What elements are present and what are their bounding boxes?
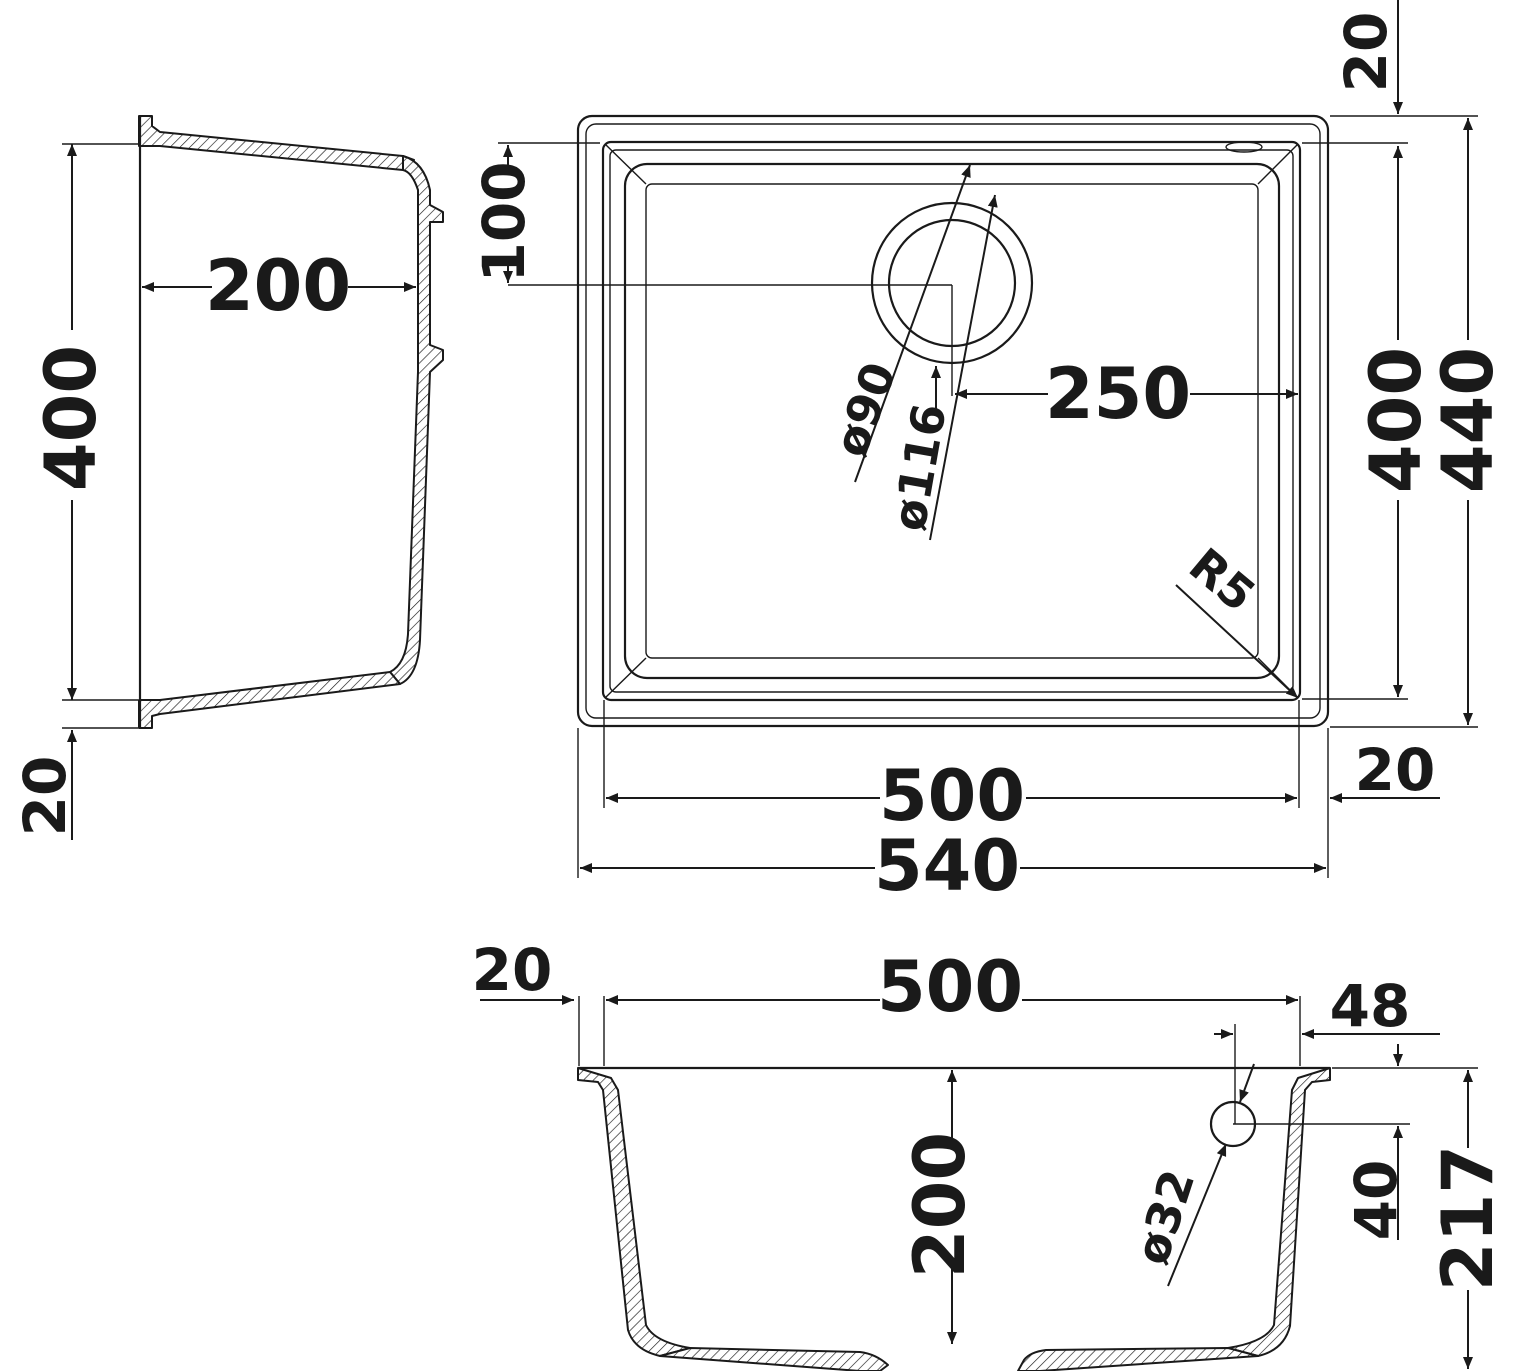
depth-label: 200 <box>899 1132 981 1278</box>
drain-center-label: 250 <box>1045 353 1191 435</box>
overflow-dia-leader-up <box>1167 1143 1227 1287</box>
top-rim-inner-line <box>585 123 1321 719</box>
side-bottom-wall <box>138 671 401 729</box>
rim-right-label: 20 <box>1355 736 1436 804</box>
side-right-wall <box>389 155 444 685</box>
side-width-label: 200 <box>205 245 351 327</box>
rim-top-label: 20 <box>1332 12 1400 93</box>
front-right-wall <box>1227 1067 1331 1357</box>
front-bottom-wall-right <box>1017 1347 1259 1371</box>
overflow-dia-label: ø32 <box>1124 1163 1205 1271</box>
total-depth-label: 217 <box>1427 1145 1509 1291</box>
top-bowl-floor <box>623 162 1281 680</box>
drain-dia-leader-a <box>854 164 971 483</box>
drain-dia-leader-b <box>929 194 998 541</box>
top-outer-rim <box>576 114 1330 728</box>
drain-inner-dia-label: ø90 <box>823 355 906 463</box>
top-bowl-slope-outer <box>609 149 1294 693</box>
front-view: 20 500 48 ø32 40 200 217 <box>472 936 1509 1371</box>
inner-length-label: 400 <box>1355 347 1437 493</box>
overflow-height-label: 40 <box>1342 1160 1410 1241</box>
radius-label: R5 <box>1179 537 1265 622</box>
tap-hole <box>1225 141 1263 153</box>
top-view: 100 ø90 ø116 250 R5 20 400 440 <box>470 0 1509 907</box>
drain-offset-label: 100 <box>470 161 538 282</box>
front-rim-label: 20 <box>472 936 553 1004</box>
side-view: 200 400 20 <box>11 115 444 840</box>
overflow-offset-label: 48 <box>1330 972 1411 1040</box>
outer-length-label: 440 <box>1427 347 1509 493</box>
overflow-dia-leader-down <box>1239 1063 1255 1103</box>
radius-leader <box>1175 584 1299 699</box>
top-corner-tl <box>604 143 647 185</box>
front-left-wall <box>577 1067 691 1357</box>
side-height-label: 400 <box>30 345 112 491</box>
outer-width-label: 540 <box>874 825 1020 907</box>
drain-outer-dia-label: ø116 <box>882 400 957 535</box>
front-bottom-wall <box>659 1347 889 1371</box>
side-top-wall <box>138 115 415 171</box>
top-corner-bl <box>604 657 647 699</box>
side-rim-label: 20 <box>11 756 79 837</box>
front-width-label: 500 <box>877 946 1023 1028</box>
inner-width-label: 500 <box>879 755 1025 837</box>
top-corner-tr <box>1257 143 1299 185</box>
top-bowl-edge <box>601 140 1302 702</box>
top-bowl-floor-inner <box>645 183 1259 659</box>
